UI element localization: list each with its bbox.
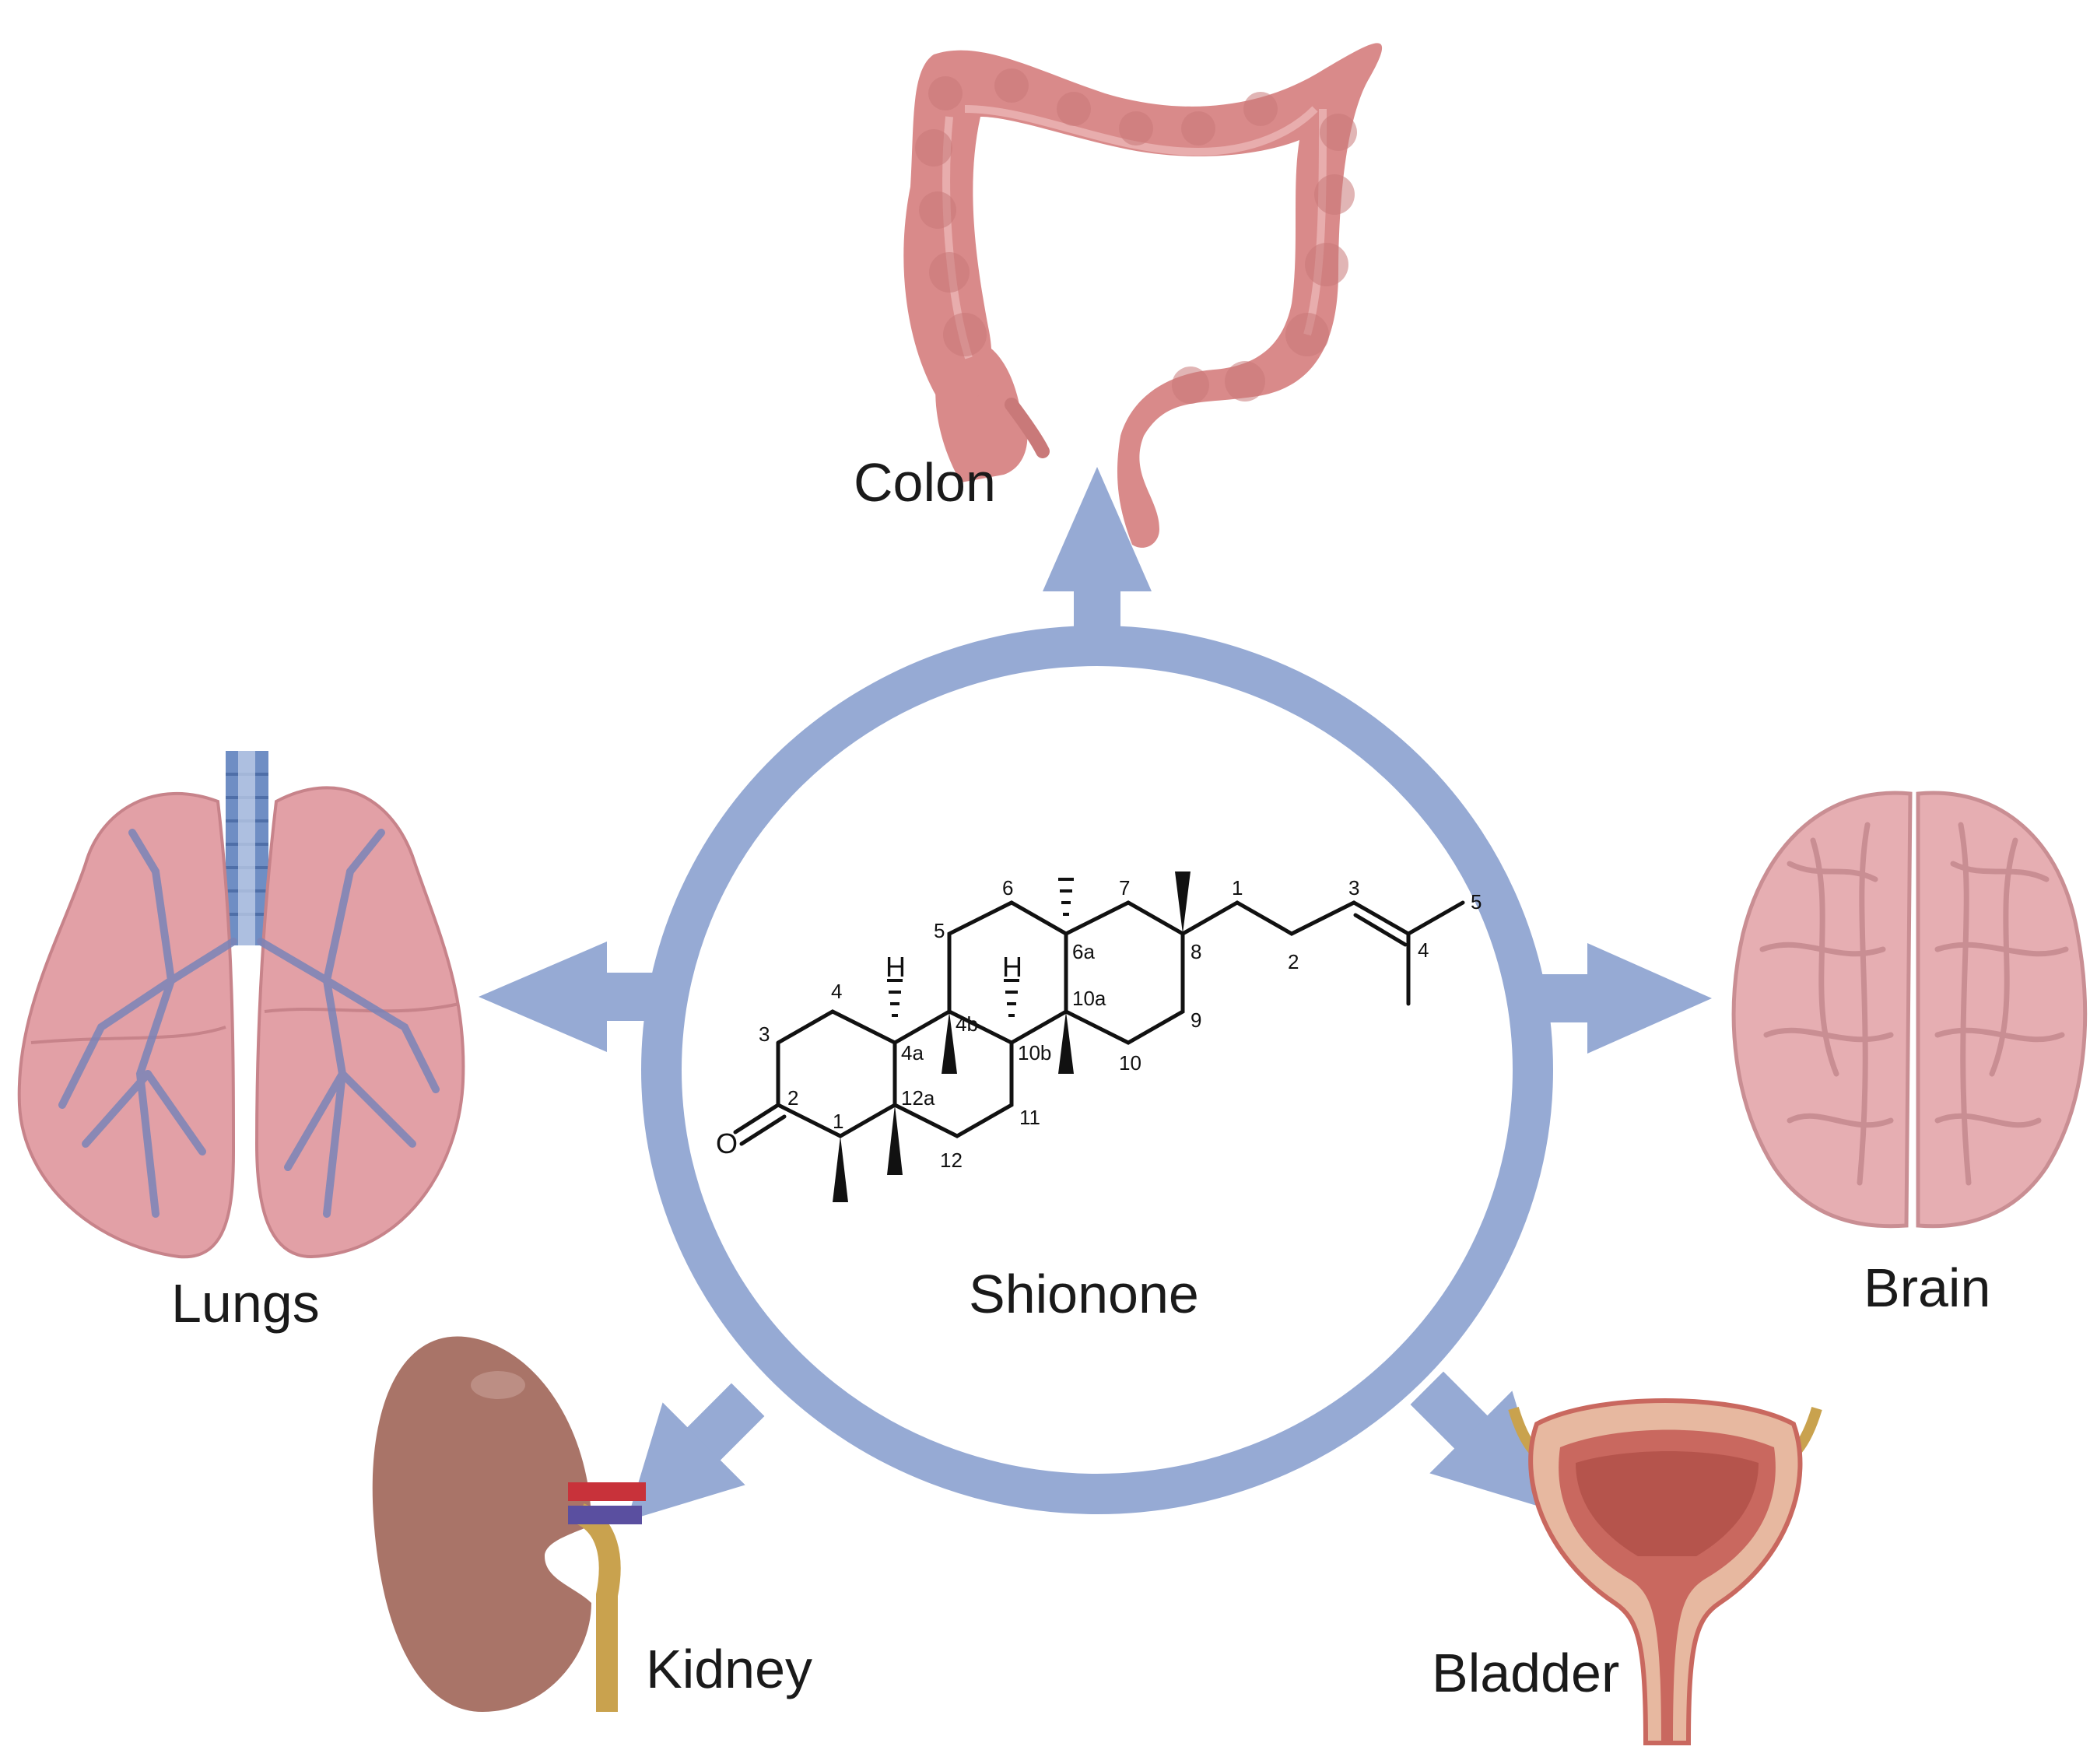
kidney-label: Kidney (646, 1639, 813, 1699)
arrow-to-kidney (626, 1383, 765, 1521)
brain-illustration (1731, 791, 2088, 1229)
locant-8: 8 (1191, 940, 1201, 963)
carbonyl-oxygen: O (716, 1127, 738, 1159)
locant-12a: 12a (901, 1086, 935, 1110)
colon-illustration (903, 43, 1383, 548)
locant-1: 1 (833, 1110, 843, 1133)
stereo-wedges (833, 871, 1191, 1202)
bladder-label: Bladder (1432, 1643, 1620, 1703)
locant-2: 2 (787, 1086, 798, 1110)
brain-label: Brain (1864, 1257, 1991, 1318)
arrow-to-lungs (479, 942, 661, 1052)
locant-5: 5 (934, 919, 945, 942)
arrow-to-colon (1043, 467, 1152, 654)
locant-9: 9 (1191, 1008, 1201, 1032)
colon-label: Colon (854, 452, 996, 513)
arrow-to-brain (1537, 943, 1712, 1054)
locant-10: 10 (1119, 1051, 1141, 1075)
locant-11: 11 (1019, 1106, 1040, 1129)
locant-4: 4 (831, 980, 842, 1003)
locant-7: 7 (1119, 876, 1130, 900)
lungs-illustration (17, 751, 465, 1259)
locant-4a: 4a (901, 1041, 924, 1064)
locant-6a: 6a (1072, 940, 1095, 963)
compound-name-label: Shionone (969, 1264, 1199, 1324)
stereo-hashes (887, 878, 1074, 1017)
shionone-structure (733, 900, 1465, 1146)
side-locant-5: 5 (1471, 890, 1482, 914)
locant-10a: 10a (1072, 987, 1106, 1010)
bladder-illustration (1508, 1398, 1822, 1745)
side-locant-3: 3 (1348, 876, 1359, 900)
locant-3: 3 (759, 1022, 770, 1046)
central-ring (641, 626, 1553, 1514)
locant-10b: 10b (1018, 1041, 1051, 1064)
stereo-h-4a: H (885, 951, 906, 983)
side-locant-1: 1 (1232, 876, 1243, 900)
locant-6: 6 (1002, 876, 1013, 900)
kidney-illustration (372, 1336, 646, 1712)
lungs-label: Lungs (171, 1273, 320, 1334)
side-locant-2: 2 (1288, 950, 1299, 973)
side-locant-4: 4 (1418, 938, 1429, 962)
stereo-h-10b: H (1002, 951, 1022, 983)
locant-4b: 4b (956, 1012, 978, 1036)
locant-12: 12 (940, 1149, 963, 1172)
